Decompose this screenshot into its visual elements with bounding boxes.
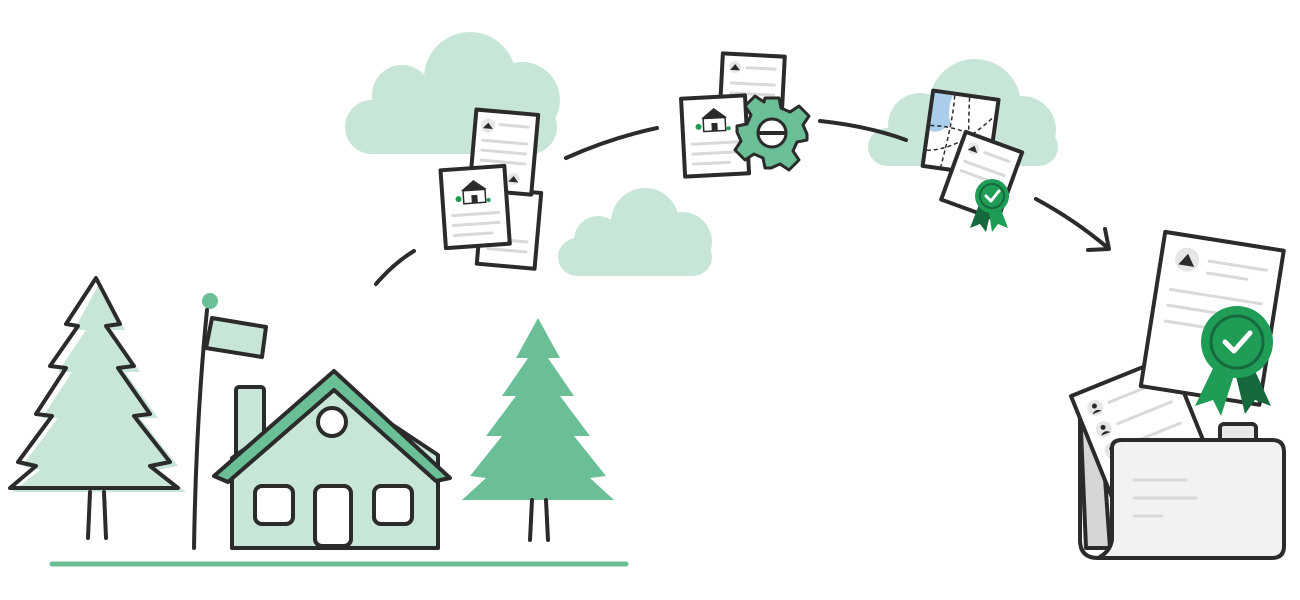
user-icon: [1087, 399, 1104, 416]
house-icon: [212, 369, 452, 550]
user-icon: [1095, 421, 1112, 438]
tree-icon: [462, 318, 614, 542]
document-stack-1: [438, 107, 544, 271]
gear-icon: [733, 94, 811, 172]
checkmark-icon: [984, 189, 1001, 203]
document-stack-2: [679, 51, 811, 179]
flag-icon: [192, 293, 268, 550]
path-arc: [374, 119, 908, 286]
folder-icon: [1069, 229, 1286, 560]
certificate-ribbon-icon: [970, 179, 1009, 232]
arrow-icon: [1034, 197, 1111, 252]
certificate-ribbon-icon: [1195, 306, 1273, 416]
tree-icon: [8, 276, 186, 540]
cloud-icon: [558, 188, 712, 276]
house-icon: [695, 108, 731, 133]
document-stack-3: [920, 88, 1025, 232]
checkmark-icon: [1222, 330, 1253, 354]
document-icon: [679, 93, 752, 179]
house-icon: [455, 180, 491, 205]
document-icon: [438, 163, 512, 251]
